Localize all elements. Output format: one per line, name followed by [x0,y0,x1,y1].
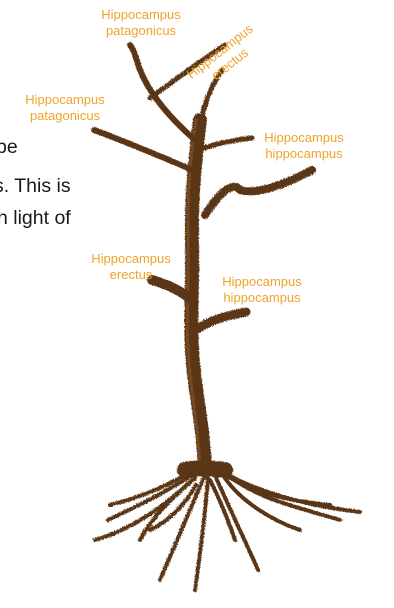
branch-lower-right-hippocampus [196,312,246,330]
roots [95,470,360,590]
species-label-hippocampus-lower: Hippocampus hippocampus [212,274,312,306]
label-genus: Hippocampus [93,7,189,23]
label-species: patagonicus [17,108,113,124]
label-species: hippocampus [254,146,354,162]
branch-upper-right [198,138,252,150]
species-label-patagonicus-mid: Hippocampus patagonicus [17,92,113,124]
species-label-hippocampus-upper: Hippocampus hippocampus [254,130,354,162]
branch-top-left [130,45,195,140]
species-label-patagonicus-top: Hippocampus patagonicus [93,7,189,39]
branch-mid-left-patagonicus [94,130,192,170]
label-species: patagonicus [93,23,189,39]
label-species: erectus [83,267,179,283]
label-genus: Hippocampus [17,92,113,108]
label-genus: Hippocampus [212,274,312,290]
branch-right-hippocampus [205,170,312,215]
label-genus: Hippocampus [254,130,354,146]
species-label-erectus-lower: Hippocampus erectus [83,251,179,283]
label-species: hippocampus [212,290,312,306]
label-genus: Hippocampus [83,251,179,267]
